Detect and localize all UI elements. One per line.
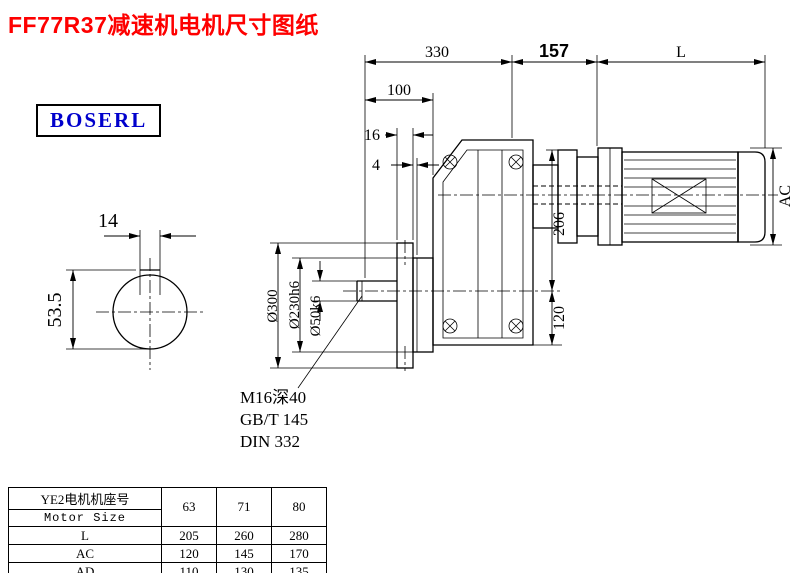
table-cell: 120	[161, 544, 217, 563]
dim-section-height-label: 53.5	[44, 293, 66, 328]
dim-dia50-label: Ø50k6	[308, 295, 324, 336]
table-row-AC: AC 120 145 170	[8, 544, 327, 563]
table-header-cn: YE2电机机座号	[9, 488, 161, 510]
dim-AC-label: AC	[777, 185, 794, 207]
dim-100-label: 100	[387, 82, 411, 99]
mounting-flange	[396, 240, 434, 371]
table-cell: 260	[216, 526, 272, 545]
dim-L-label: L	[676, 44, 686, 61]
page-title: FF77R37减速机电机尺寸图纸	[8, 12, 319, 38]
dim-4-label: 4	[372, 157, 380, 174]
dim-dia300-label: Ø300	[265, 289, 281, 322]
table-cell: 135	[271, 562, 327, 573]
motor-adapter	[532, 149, 622, 244]
table-header-motor-size: YE2电机机座号 Motor Size	[8, 487, 162, 527]
table-size-col-1: 63	[161, 487, 217, 527]
table-cell: 170	[271, 544, 327, 563]
table-row-AD: AD 110 130 135	[8, 562, 327, 573]
table-size-col-3: 80	[271, 487, 327, 527]
dim-120-label: 120	[551, 306, 568, 330]
table-cell: 130	[216, 562, 272, 573]
dim-206-label: 206	[551, 212, 568, 236]
dim-330-label: 330	[425, 44, 449, 61]
electric-motor	[597, 147, 766, 246]
table-size-col-2: 71	[216, 487, 272, 527]
note-m16-label: M16深40	[240, 388, 306, 407]
table-header-row: YE2电机机座号 Motor Size 63 71 80	[8, 487, 327, 527]
table-row-label: AC	[8, 544, 162, 563]
housing-screws	[442, 154, 524, 334]
shaft-section-view: 14 53.5	[44, 210, 204, 370]
table-cell: 145	[216, 544, 272, 563]
gearbox-housing	[432, 139, 534, 346]
dimensions: 330 157 L 100 16 4 AC	[240, 41, 794, 451]
table-row-label: AD	[8, 562, 162, 573]
brand-logo: BOSERL	[36, 104, 162, 137]
dim-key-width-label: 14	[98, 210, 118, 232]
table-row-L: L 205 260 280	[8, 526, 327, 545]
table-row-label: L	[8, 526, 162, 545]
table-cell: 205	[161, 526, 217, 545]
table-header-en: Motor Size	[43, 511, 126, 525]
dim-157-label: 157	[539, 41, 569, 61]
motor-nameplate	[651, 178, 707, 214]
note-gbt-label: GB/T 145	[240, 410, 308, 429]
dim-dia230-label: Ø230h6	[287, 280, 303, 329]
table-cell: 110	[161, 562, 217, 573]
fan-cowl	[737, 151, 766, 243]
note-din-label: DIN 332	[240, 432, 300, 451]
motor-fins	[624, 159, 736, 234]
gearbox-main-view	[343, 139, 778, 371]
dim-16-label: 16	[364, 127, 380, 144]
spec-table: YE2电机机座号 Motor Size 63 71 80 L 205 260 2…	[8, 487, 327, 573]
table-cell: 280	[271, 526, 327, 545]
